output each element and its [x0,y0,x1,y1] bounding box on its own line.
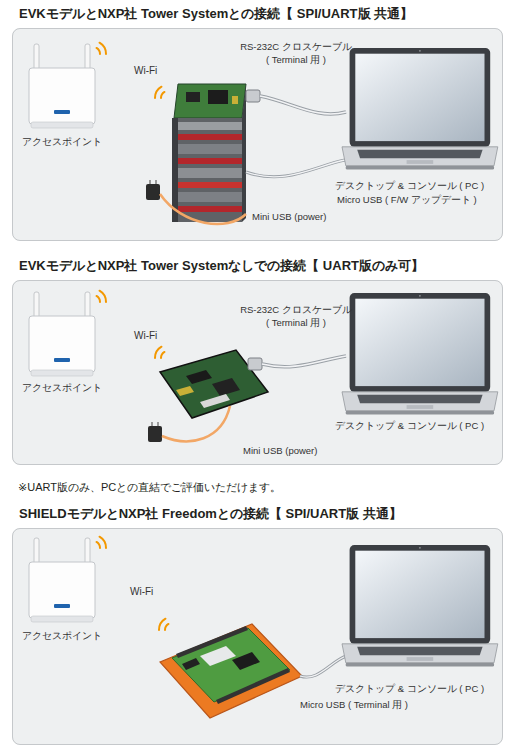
rs232c-cable-part [262,356,346,367]
laptop-pc [342,48,498,170]
device-label: デスクトップ & コンソール ( PC ) [335,181,484,192]
evk-board-part [212,378,240,396]
tower-system-board [172,84,246,222]
device-label: アクセスポイント [17,631,107,642]
evk-board-part [200,394,230,408]
cable-label: ( Terminal 用 ) [266,318,326,329]
shield-freedom-board-part [176,626,248,658]
tower-system-board-part [172,182,242,188]
rs232c-cable [260,96,346,114]
access-point-router [29,292,95,376]
section-heading: EVKモデルとNXP社 Tower Systemなしでの接続【 UART版のみ可… [19,259,424,274]
shield-freedom-board-part [216,668,290,704]
device-label: アクセスポイント [17,137,107,148]
desktop-console-pc: デスクトップ & コンソール ( PC ) [332,290,502,432]
shield-freedom-board [160,624,302,718]
rs232c-cable [262,356,346,367]
evk-board-part [186,370,212,384]
micro-usb-cable [300,656,346,677]
shield-freedom-board-part [182,658,200,670]
shield-freedom-board-part [172,628,290,702]
note-text: ※UART版のみ、PCとの直結でご評価いただけます。 [18,481,281,494]
cable-label: RS-232C クロスケーブル [240,305,352,316]
access-point-router [29,538,95,622]
section-heading: EVKモデルとNXP社 Tower Systemとの接続【 SPI/UART版 … [19,7,413,22]
cable-label: Micro USB ( Terminal 用 ) [300,700,408,711]
wifi-label: Wi-Fi [130,586,153,598]
shield-freedom-board-part [200,646,236,666]
micro-usb-cable-part [246,160,345,177]
evk-board [160,350,268,418]
laptop-pc [342,545,498,667]
tower-system-board-part [172,206,242,212]
device-label: アクセスポイント [17,383,107,394]
device-label: デスクトップ & コンソール ( PC ) [335,684,484,695]
tower-system-board-part [172,144,242,154]
tower-system-board-part [172,118,242,222]
cable-label: Mini USB (power) [243,446,317,457]
connection-panel: EVKモデルとNXP社 Tower Systemとの接続【 SPI/UART版 … [12,28,503,241]
cable-label: Mini USB (power) [252,212,326,223]
section-heading: SHIELDモデルとNXP社 Freedomとの接続【 SPI/UART版 共通… [19,507,402,522]
wifi-waves [155,87,165,98]
wifi-waves [97,537,107,548]
laptop-pc [342,293,498,415]
wifi-waves [159,619,169,630]
wifi-label: Wi-Fi [134,330,157,342]
rs232c-cable-part [260,96,346,114]
wifi-label: Wi-Fi [134,65,157,77]
access-point-router [29,44,95,128]
tower-system-board-part [172,168,242,178]
laptop-pc [342,545,498,667]
tower-system-board-part [174,84,246,118]
panel-ground [12,528,503,745]
mini-usb-cable [162,406,230,441]
tower-system-board-part [172,122,242,130]
cable-label: Micro USB ( F/W アップデート ) [337,195,477,206]
wifi-waves [97,43,107,54]
tower-system-board-part [242,84,246,222]
shield-freedom-board-part [160,624,302,718]
laptop-pc [342,48,498,170]
db9-connector [246,90,260,102]
rs232c-cable-part [260,96,346,114]
panel-ground [12,28,503,241]
laptop-pc [342,293,498,415]
power-adapter [146,180,160,200]
access-point: アクセスポイント [17,534,107,642]
tower-system-board-part [172,158,242,164]
mini-usb-cable [160,194,246,224]
desktop-console-pc: デスクトップ & コンソール ( PC ) [332,42,502,192]
power-adapter [148,422,162,442]
panel-ground [12,280,503,465]
micro-usb-cable-part [300,656,346,677]
db9-connector [248,358,262,370]
tower-system-board-part [172,134,242,140]
micro-usb-cable-part [300,656,346,677]
micro-usb-cable-part [246,160,345,177]
tower-system-board-part [186,92,200,102]
desktop-console-pc: デスクトップ & コンソール ( PC ) [332,540,502,695]
rs232c-cable-part [262,356,346,367]
evk-board-part [176,386,194,396]
access-point: アクセスポイント [17,40,107,148]
micro-usb-cable [246,160,345,177]
cable-label: RS-232C クロスケーブル [240,42,352,53]
cable-label: ( Terminal 用 ) [266,55,326,66]
shield-freedom-board-part [232,652,260,670]
connection-panel: SHIELDモデルとNXP社 Freedomとの接続【 SPI/UART版 共通… [12,528,503,745]
tower-system-board-part [232,96,238,104]
device-label: デスクトップ & コンソール ( PC ) [335,421,484,432]
evk-board-part [160,350,268,418]
wifi-waves [155,347,165,358]
tower-system-board-part [172,192,242,202]
tower-system-board-part [208,90,228,104]
access-point: アクセスポイント [17,286,107,394]
wifi-waves [97,291,107,302]
